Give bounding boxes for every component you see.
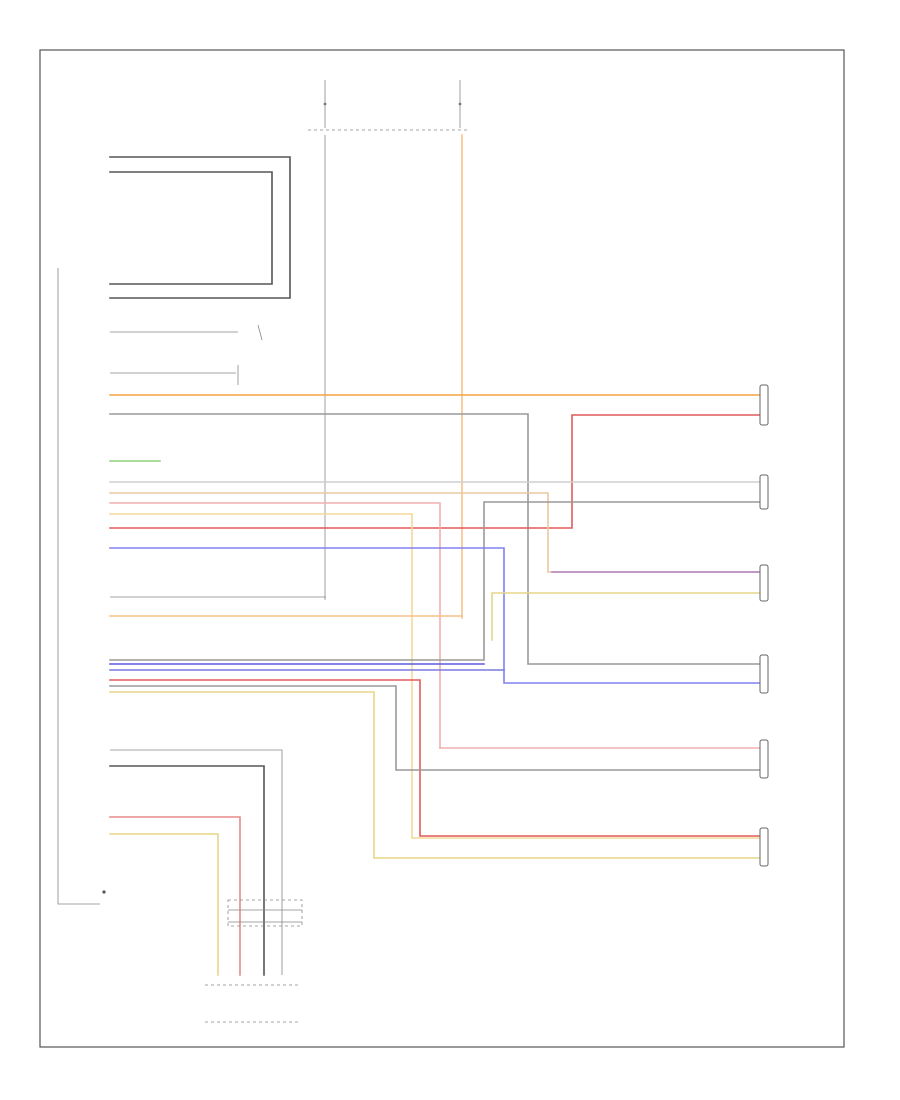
wire-yellow-1: [109, 513, 761, 839]
wire-red-2: [109, 679, 761, 837]
wire-tan-2: [109, 691, 761, 859]
speaker-right-rear: [759, 739, 769, 779]
wire-tan-1: [109, 492, 761, 573]
wire-blue-1: [109, 547, 761, 684]
wire-gray-lf: [109, 413, 761, 665]
wire-gray-3: [109, 685, 761, 771]
tweeter-right: [759, 827, 769, 867]
left-connector-line: [57, 268, 100, 905]
wire-bottom-red: [109, 816, 241, 976]
wire-bottom-tan: [109, 833, 219, 976]
wire-red-rf: [109, 414, 761, 529]
wire-group-top-left: [109, 156, 291, 299]
speaker-left-rear: [759, 654, 769, 694]
tweeter-left: [759, 564, 769, 602]
wire-gray-lf2: [109, 501, 761, 661]
wire-bottom-1: [110, 749, 283, 975]
top-feed-left: [323, 80, 327, 600]
speaker-right-front: [759, 384, 769, 426]
wire-pink-1: [109, 502, 441, 749]
top-feed-right: [458, 80, 462, 128]
diagram-frame: [39, 49, 845, 1048]
ground-mark: [102, 890, 106, 894]
wire-bottom-dark: [109, 765, 265, 976]
bottom-module-box: [227, 899, 303, 927]
speaker-left-front: [759, 474, 769, 510]
wire-yellow-2: [491, 592, 761, 641]
